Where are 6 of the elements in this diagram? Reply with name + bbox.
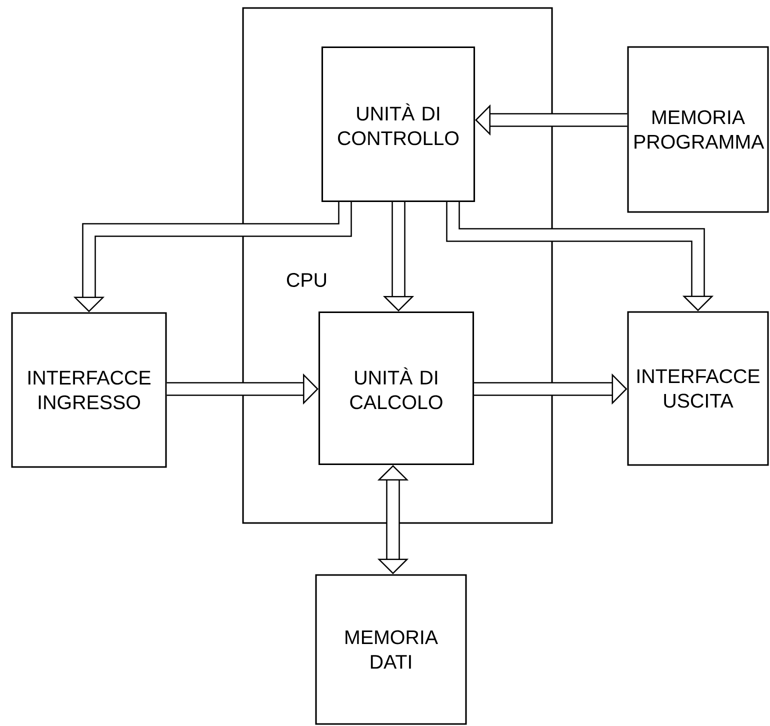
interface-box: INTERFACCE INGRESSO — [11, 312, 167, 468]
unit-box: UNITÀ DI CONTROLLO — [321, 46, 476, 202]
interface-box: INTERFACCE USCITA — [627, 311, 769, 466]
memory-box: MEMORIA PROGRAMMA — [627, 46, 769, 213]
memory-box: MEMORIA DATI — [315, 574, 467, 725]
unit-box: UNITÀ DI CALCOLO — [318, 311, 474, 466]
